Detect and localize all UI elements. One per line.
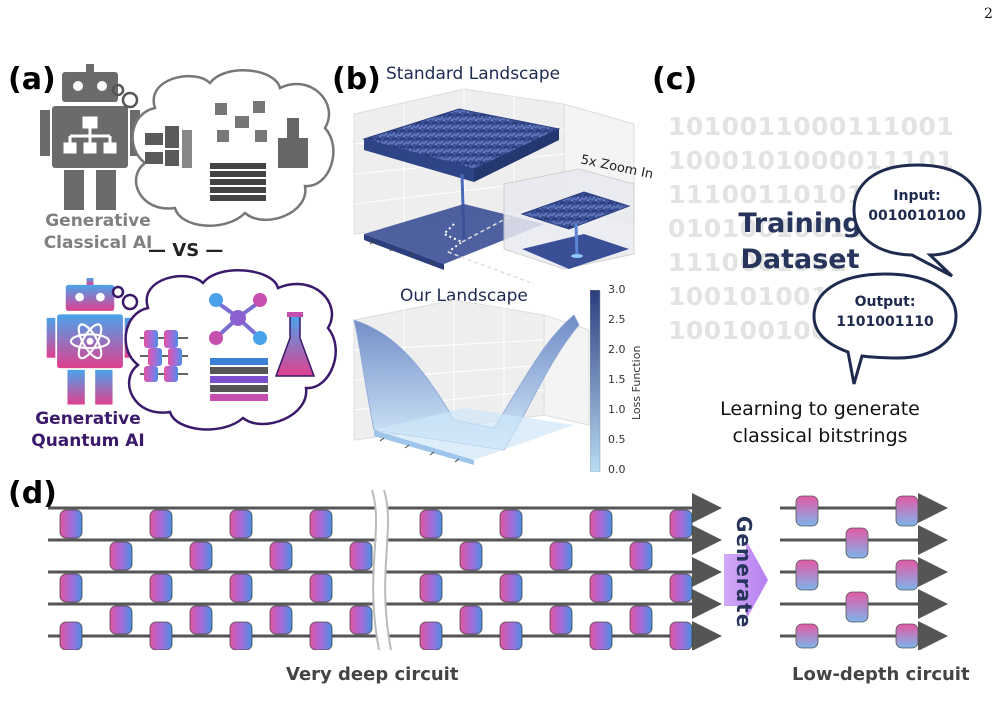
- quantum-gate: [589, 573, 613, 603]
- input-value: 0010010100: [868, 208, 966, 224]
- quantum-gate: [669, 621, 693, 650]
- panel-c-caption-line1: Learning to generate: [720, 398, 920, 420]
- deep-circuit-diagram: [48, 490, 722, 650]
- input-title: Input:: [893, 188, 941, 204]
- quantum-gate: [309, 573, 333, 603]
- quantum-gate: [109, 605, 133, 635]
- classical-ai-label-line1: Generative: [45, 211, 151, 231]
- panel-c-label: (c): [652, 62, 698, 97]
- quantum-gate: [269, 605, 293, 635]
- quantum-gate: [109, 541, 133, 571]
- loss-colorbar: [590, 290, 601, 472]
- quantum-gate: [419, 621, 443, 650]
- quantum-gate: [629, 541, 653, 571]
- colorbar-tick-2-5: 2.5: [608, 313, 626, 326]
- quantum-gate: [669, 509, 693, 539]
- quantum-gate: [459, 541, 483, 571]
- quantum-gate: [149, 621, 173, 650]
- bit-row: 1010011000111001: [668, 112, 955, 141]
- colorbar-tick-2-0: 2.0: [608, 343, 626, 356]
- classical-ai-label: Generative Classical AI: [28, 210, 168, 254]
- colorbar-tick-0-0: 0.0: [608, 463, 626, 476]
- quantum-gate: [229, 509, 253, 539]
- panel-c-caption-line2: classical bitstrings: [732, 425, 908, 447]
- quantum-gate: [629, 605, 653, 635]
- quantum-gate: [669, 573, 693, 603]
- input-bubble-text: Input: 0010010100: [862, 186, 972, 226]
- output-title: Output:: [854, 294, 916, 310]
- quantum-gate: [59, 573, 83, 603]
- quantum-gate: [189, 605, 213, 635]
- generate-label: Generate: [732, 516, 756, 629]
- low-depth-circuit-caption: Low-depth circuit: [792, 664, 970, 685]
- classical-ai-label-line2: Classical AI: [43, 233, 153, 253]
- generate-arrow-icon: [724, 540, 768, 620]
- quantum-gate: [499, 573, 523, 603]
- quantum-gate: [229, 573, 253, 603]
- panel-c-caption: Learning to generate classical bitstring…: [700, 396, 940, 450]
- panel-d-label: (d): [8, 476, 57, 511]
- quantum-gate: [269, 541, 293, 571]
- training-dataset-label: Training Dataset: [730, 206, 870, 278]
- quantum-ai-label: Generative Quantum AI: [18, 408, 158, 452]
- quantum-gate: [499, 621, 523, 650]
- output-bubble-text: Output: 1101001110: [825, 292, 945, 332]
- quantum-gate: [589, 509, 613, 539]
- deep-circuit-caption: Very deep circuit: [286, 664, 459, 685]
- quantum-gate: [589, 621, 613, 650]
- classical-robot-icon: [40, 64, 140, 210]
- quantum-gate: [59, 509, 83, 539]
- page-number: 2: [984, 6, 993, 22]
- colorbar-tick-3-0: 3.0: [608, 283, 626, 296]
- vs-label: — VS —: [148, 240, 224, 261]
- quantum-gate: [459, 605, 483, 635]
- quantum-thought-dots-icon: [111, 285, 139, 311]
- colorbar-tick-1-5: 1.5: [608, 373, 626, 386]
- panel-b-label: (b): [332, 62, 381, 97]
- quantum-gate: [549, 605, 573, 635]
- standard-landscape-title: Standard Landscape: [386, 64, 561, 84]
- our-landscape-title: Our Landscape: [400, 286, 528, 306]
- quantum-gate: [309, 509, 333, 539]
- quantum-gate: [229, 621, 253, 650]
- input-speech-bubble: [852, 163, 982, 278]
- quantum-gate: [309, 621, 333, 650]
- our-landscape-plot: [353, 300, 590, 465]
- quantum-gate: [189, 541, 213, 571]
- quantum-gate: [549, 541, 573, 571]
- quantum-gate: [499, 509, 523, 539]
- panel-a-label: (a): [8, 62, 56, 97]
- quantum-ai-label-line1: Generative: [35, 409, 141, 429]
- classical-thought-cloud: [131, 69, 335, 227]
- training-label-line1: Training: [738, 208, 862, 239]
- quantum-gate: [149, 509, 173, 539]
- quantum-gate: [419, 573, 443, 603]
- quantum-ai-label-line2: Quantum AI: [31, 431, 145, 451]
- low-depth-circuit-diagram: [780, 493, 948, 650]
- quantum-gate: [349, 541, 373, 571]
- quantum-gate: [419, 509, 443, 539]
- quantum-gate: [349, 605, 373, 635]
- quantum-gate: [149, 573, 173, 603]
- quantum-thought-cloud: [124, 269, 337, 431]
- standard-landscape-plot: [353, 88, 635, 285]
- training-label-line2: Dataset: [740, 244, 860, 275]
- colorbar-tick-0-5: 0.5: [608, 433, 626, 446]
- colorbar-label: Loss Function: [630, 345, 643, 420]
- output-value: 1101001110: [836, 314, 934, 330]
- bit-row: 1110001001: [668, 248, 847, 277]
- thought-dots-icon: [111, 83, 139, 109]
- colorbar-tick-1-0: 1.0: [608, 403, 626, 416]
- output-speech-bubble: [812, 272, 958, 385]
- quantum-gate: [59, 621, 83, 650]
